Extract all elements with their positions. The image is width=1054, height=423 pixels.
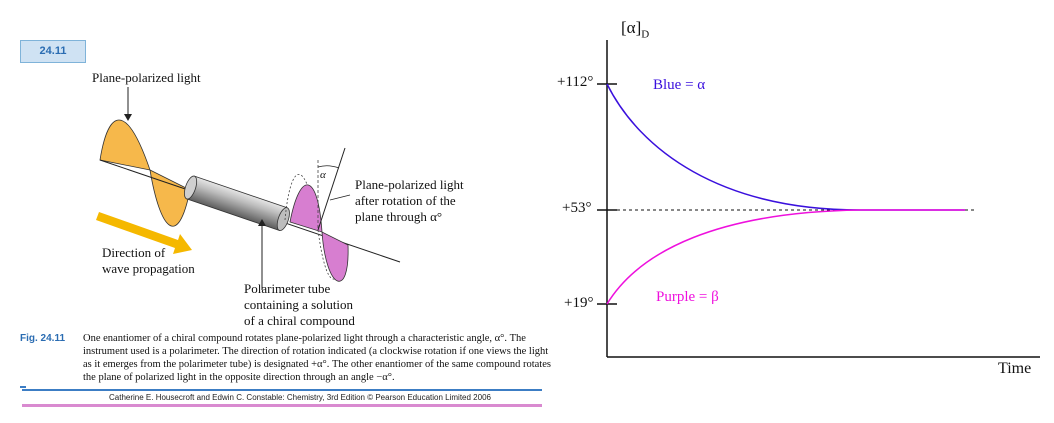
rotated-wave-lobe-upper	[289, 184, 323, 233]
alpha-series-label: Blue = α	[653, 77, 706, 93]
label-plane-polarized-light: Plane-polarized light	[92, 70, 201, 85]
blue-rule	[22, 389, 542, 391]
caption-line-2: instrument used is a polarimeter. The di…	[83, 346, 549, 357]
pointer-arrowhead-tube	[258, 219, 266, 226]
x-axis-label: Time	[998, 360, 1032, 377]
direction-arrow	[96, 212, 192, 254]
figure-caption-label: Fig. 24.11	[20, 333, 66, 344]
beta-series-label: Purple = β	[656, 289, 719, 305]
y-tick-label-19: +19°	[564, 295, 594, 311]
label-alpha: α	[320, 169, 326, 181]
figure-number-badge: 24.11	[20, 40, 86, 63]
label-after-rotation: Plane-polarized light after rotation of …	[355, 177, 464, 224]
caption-line-3: as it emerges from the polarimeter tube)…	[83, 359, 551, 370]
caption-line-1: One enantiomer of a chiral compound rota…	[83, 333, 526, 344]
pointer-arrowhead	[124, 114, 132, 121]
incoming-wave-lobe-upper	[99, 119, 151, 171]
pointer-line-rotated	[329, 194, 351, 201]
y-axis-label: [α]D	[621, 18, 650, 41]
angle-arc	[317, 165, 340, 169]
polarimeter-illustration	[96, 87, 401, 290]
blue-rule-tick	[20, 386, 26, 388]
polarimeter-tube	[184, 175, 290, 231]
rotated-plane-line	[317, 147, 346, 231]
y-tick-label-53: +53°	[562, 200, 592, 216]
caption-line-4: the plane of polarized light in the oppo…	[83, 372, 395, 383]
alpha-series-line	[606, 83, 965, 211]
beta-series-line	[606, 209, 965, 305]
label-polarimeter-tube: Polarimeter tube containing a solution o…	[244, 281, 355, 328]
book-credit: Catherine E. Housecroft and Edwin C. Con…	[109, 393, 491, 402]
label-direction-of-propagation: Direction of wave propagation	[102, 245, 195, 276]
figure-number: 24.11	[39, 45, 67, 57]
rotated-wave-lobe-lower	[321, 231, 349, 282]
y-tick-label-112: +112°	[557, 74, 594, 90]
pink-rule	[22, 404, 542, 407]
